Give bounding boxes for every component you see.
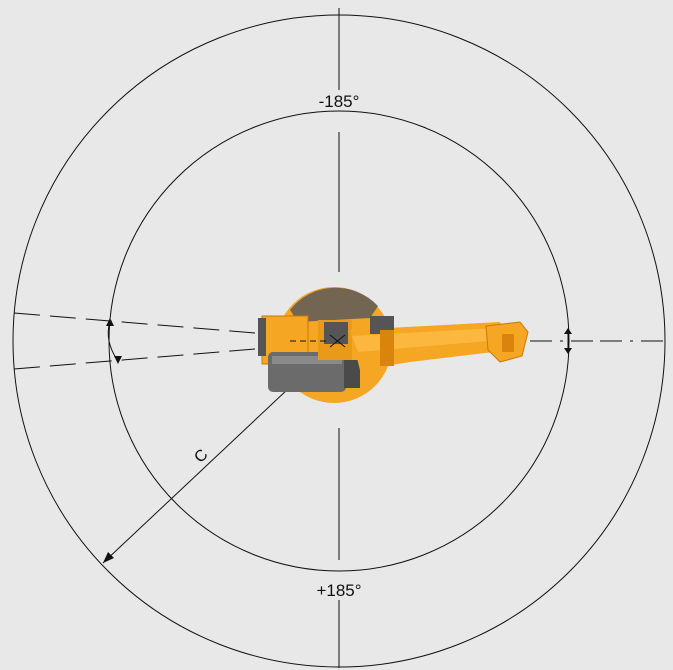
- angle-label-top: -185°: [319, 92, 360, 111]
- robot-top-view: [258, 287, 529, 403]
- arrow-up-icon: [564, 328, 572, 334]
- left-tolerance-wedge: [13, 312, 256, 370]
- angle-label-bottom: +185°: [316, 581, 361, 600]
- arrow-icon: [103, 552, 114, 563]
- arrow-down-icon: [564, 348, 572, 354]
- arrow-down-icon: [114, 356, 122, 364]
- horizontal-axis-right: [530, 328, 664, 354]
- arrow-up-icon: [106, 318, 114, 326]
